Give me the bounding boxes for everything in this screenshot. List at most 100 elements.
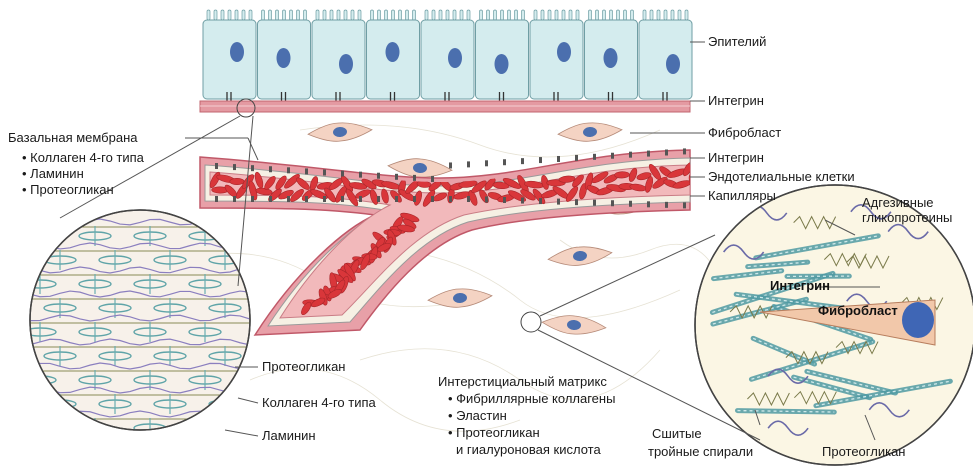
fibroblast-cell	[427, 287, 492, 310]
label-crosslinked-1: Сшитые	[652, 426, 702, 441]
junction-mark	[395, 196, 398, 202]
microvillus	[541, 10, 544, 20]
microvillus	[392, 10, 395, 20]
microvillus	[207, 10, 210, 20]
microvillus	[522, 10, 525, 20]
junction-mark	[215, 196, 218, 202]
junction-mark	[341, 171, 344, 177]
microvillus	[671, 10, 674, 20]
junction-mark	[485, 160, 488, 166]
junction-mark	[269, 196, 272, 202]
junction-mark	[449, 162, 452, 168]
junction-mark	[647, 151, 650, 157]
junction-mark	[629, 152, 632, 158]
junction-mark	[341, 196, 344, 202]
junction-mark	[359, 196, 362, 202]
microvillus	[262, 10, 265, 20]
microvillus	[351, 10, 354, 20]
microvillus	[304, 10, 307, 20]
microvillus	[337, 10, 340, 20]
junction-mark	[413, 196, 416, 202]
label-endothelial-cells: Эндотелиальные клетки	[708, 169, 855, 184]
junction-mark	[485, 196, 488, 202]
microvillus	[385, 10, 388, 20]
epithelial-cell	[203, 20, 256, 99]
junction-mark	[251, 165, 254, 171]
junction-mark	[503, 159, 506, 165]
microvillus	[494, 10, 497, 20]
microvillus	[487, 10, 490, 20]
microvillus	[480, 10, 483, 20]
cell-nucleus	[604, 48, 618, 68]
microvillus	[650, 10, 653, 20]
junction-mark	[431, 176, 434, 182]
microvillus	[453, 10, 456, 20]
microvillus	[378, 10, 381, 20]
cell-nucleus	[495, 54, 509, 74]
junction-mark	[431, 196, 434, 202]
microvillus	[446, 10, 449, 20]
junction-mark	[683, 148, 686, 154]
collagen4-helix	[24, 232, 56, 240]
label-crosslinked-2: тройные спирали	[648, 444, 753, 459]
label-right-proteoglycan: Протеогликан	[822, 444, 905, 459]
microvillus	[276, 10, 279, 20]
microvillus	[515, 10, 518, 20]
junction-mark	[557, 199, 560, 205]
label-left-collagen4: Коллаген 4-го типа	[262, 395, 377, 410]
junction-mark	[305, 196, 308, 202]
junction-mark	[377, 173, 380, 179]
junction-mark	[557, 156, 560, 162]
cell-nucleus	[230, 42, 244, 62]
epithelium-layer	[203, 10, 692, 104]
microvillus	[562, 10, 565, 20]
microvillus	[631, 10, 634, 20]
red-blood-cell	[614, 171, 629, 178]
cell-nucleus	[557, 42, 571, 62]
label-basal-item-collagen: • Коллаген 4-го типа	[22, 150, 145, 165]
microvillus	[297, 10, 300, 20]
interstitial-matrix-magnified	[695, 185, 973, 465]
junction-mark	[665, 150, 668, 156]
microvillus	[432, 10, 435, 20]
label-basal-item-laminin: • Ламинин	[22, 166, 84, 181]
junction-mark	[359, 172, 362, 178]
label-integrin-top: Интегрин	[708, 93, 764, 108]
junction-mark	[323, 196, 326, 202]
junction-mark	[611, 200, 614, 206]
microvillus	[467, 10, 470, 20]
basement-membrane-magnified	[20, 210, 260, 438]
microvillus	[610, 10, 613, 20]
microvillus	[371, 10, 374, 20]
cell-nucleus	[666, 54, 680, 74]
junction-mark	[377, 196, 380, 202]
junction-mark	[413, 175, 416, 181]
label-right-integrin: Интегрин	[770, 278, 830, 293]
junction-mark	[233, 164, 236, 170]
junction-mark	[683, 202, 686, 208]
label-left-proteoglycan: Протеогликан	[262, 359, 345, 374]
epithelial-cell	[639, 20, 692, 99]
junction-mark	[467, 196, 470, 202]
cell-nucleus	[448, 48, 462, 68]
collagen4-helix	[189, 424, 221, 432]
label-basal-item-proteoglycan: • Протеогликан	[22, 182, 114, 197]
microvillus	[624, 10, 627, 20]
junction-mark	[269, 166, 272, 172]
junction-mark	[611, 153, 614, 159]
microvillus	[221, 10, 224, 20]
junction-mark	[287, 196, 290, 202]
junction-mark	[629, 201, 632, 207]
cell-nucleus	[386, 42, 400, 62]
epithelial-cell	[421, 20, 474, 99]
microvillus	[323, 10, 326, 20]
microvillus	[330, 10, 333, 20]
microvillus	[235, 10, 238, 20]
microvillus	[344, 10, 347, 20]
microvillus	[358, 10, 361, 20]
label-epithelium: Эпителий	[708, 34, 766, 49]
label-left-laminin: Ламинин	[262, 428, 316, 443]
junction-mark	[215, 163, 218, 169]
cell-nucleus	[339, 54, 353, 74]
junction-mark	[503, 197, 506, 203]
